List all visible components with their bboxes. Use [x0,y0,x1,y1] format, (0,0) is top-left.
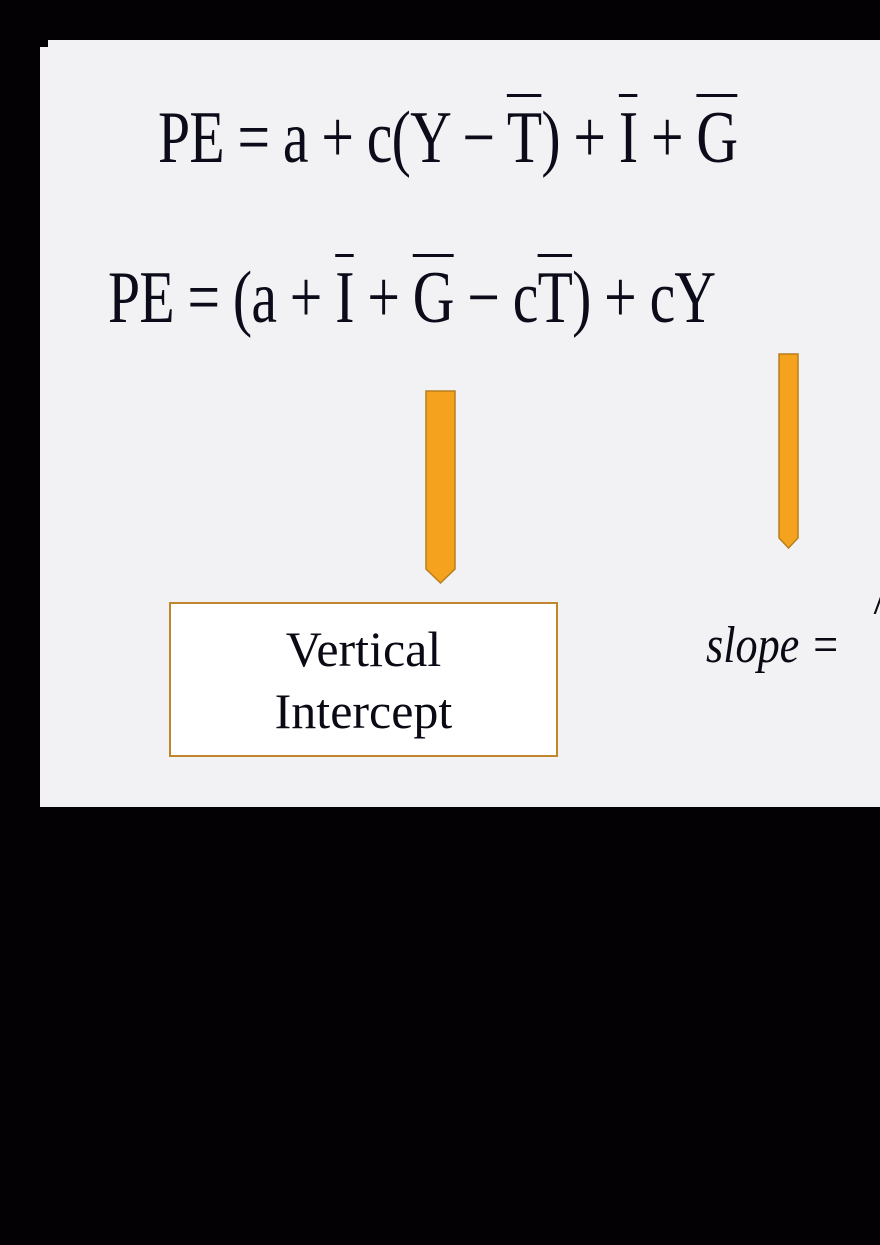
eq1-term-a: a [282,97,309,179]
eq2-equals: = [173,257,233,339]
eq2-minus-c: − c [453,257,538,339]
eq1-consumption-open: c(Y − [366,97,507,179]
eq2-investment-bar: I [335,257,354,339]
down-arrow-icon [777,352,801,551]
vertical-intercept-label: Vertical Intercept [169,602,558,757]
slope-label: slope = [706,617,841,674]
eq2-taxes-bar: T [537,257,573,339]
eq1-plus-2: + [637,97,697,179]
equation-rearranged: PE = (a + I + G − cT) + cY [108,257,716,339]
eq2-plus: + [353,257,413,339]
eq1-taxes-bar: T [506,97,542,179]
eq1-government-bar: G [696,97,738,179]
eq2-government-bar: G [412,257,455,339]
eq1-plus: + [307,97,367,179]
intercept-label-line1: Vertical [285,620,442,677]
equation-planned-expenditure: PE = a + c(Y − T) + I + G [158,97,738,179]
eq1-investment-bar: I [618,97,638,179]
panel-corner-notch [40,40,48,47]
down-arrow-icon [424,389,458,586]
intercept-label-line2: Intercept [274,682,453,739]
slope-fraction-fragment: Δ [870,584,880,614]
eq2-slope-term: ) + cY [572,257,716,339]
eq2-lhs: PE [108,257,175,339]
eq2-intercept-open: (a + [232,257,336,339]
eq1-consumption-close: ) + [541,97,619,179]
eq1-lhs: PE [158,97,225,179]
eq1-equals: = [223,97,283,179]
